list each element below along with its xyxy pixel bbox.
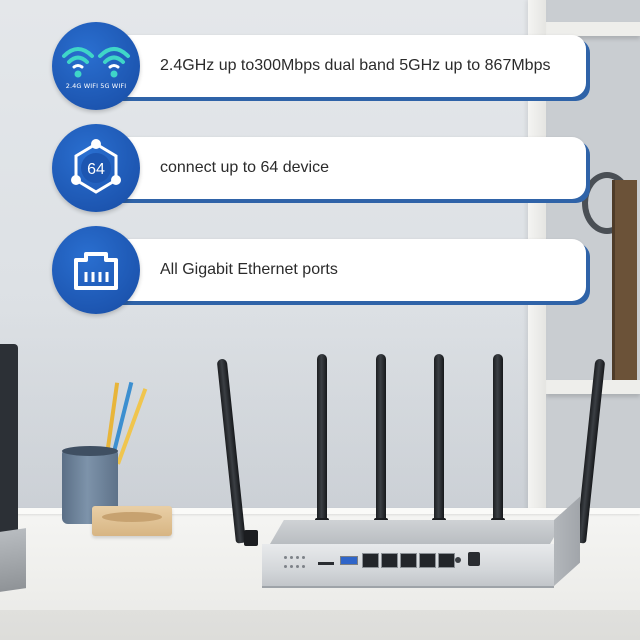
shelf-board (546, 22, 640, 36)
led-indicator (296, 565, 299, 568)
feature-ethernet: All Gigabit Ethernet ports (52, 226, 588, 314)
antenna-mount (244, 530, 258, 546)
led-indicator (284, 565, 287, 568)
antenna (493, 354, 503, 534)
sd-card-slot (318, 562, 334, 565)
feature-wifi: 2.4GHz up to300Mbps dual band 5GHz up to… (52, 22, 588, 110)
device-network-icon: 64 (71, 139, 121, 194)
wifi-caption: 2.4G WIFI 5G WIFI (65, 82, 127, 90)
antenna (434, 354, 444, 534)
laptop (0, 344, 18, 534)
usb-port (340, 556, 358, 565)
feature-text: 2.4GHz up to300Mbps dual band 5GHz up to… (160, 57, 551, 74)
ethernet-port (362, 553, 379, 568)
antenna (317, 354, 327, 534)
feature-icon-badge (52, 226, 140, 314)
ethernet-port-icon (74, 252, 118, 290)
power-jack (468, 552, 480, 566)
led-indicator (296, 556, 299, 559)
feature-icon-badge: 64 (52, 124, 140, 212)
led-indicator (290, 565, 293, 568)
router-top (270, 520, 564, 544)
feature-pill (98, 137, 586, 199)
led-indicator (290, 556, 293, 559)
feature-text: connect up to 64 device (160, 159, 330, 176)
led-indicator (284, 556, 287, 559)
antenna (376, 354, 386, 534)
feature-text: All Gigabit Ethernet ports (160, 261, 338, 278)
feature-pill (98, 239, 586, 301)
desk-shadow (0, 610, 640, 640)
ethernet-port (400, 553, 417, 568)
ethernet-port (381, 553, 398, 568)
ethernet-port (419, 553, 436, 568)
wooden-tray-well (102, 512, 162, 522)
pencil-cup-rim (62, 446, 118, 456)
led-indicator (302, 565, 305, 568)
feature-pill (98, 35, 586, 97)
device-count-label: 64 (87, 161, 105, 178)
feature-devices: connect up to 64 device 64 (52, 124, 588, 212)
book (612, 180, 637, 380)
feature-icon-badge: 2.4G WIFI 5G WIFI (52, 22, 140, 110)
reset-button (455, 557, 461, 563)
wifi-bands-icon (62, 47, 130, 78)
led-indicator (302, 556, 305, 559)
laptop-base (0, 528, 26, 592)
ethernet-port (438, 553, 455, 568)
